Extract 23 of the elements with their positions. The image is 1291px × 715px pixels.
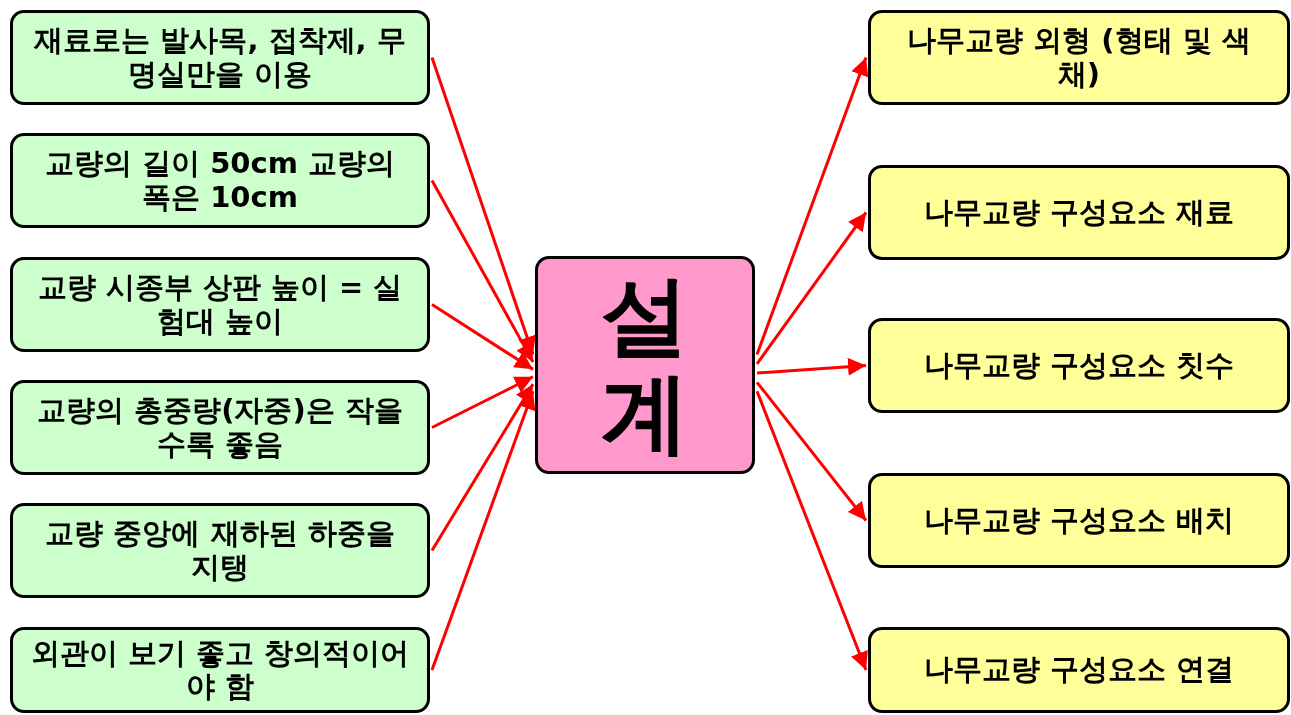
design-item-box: 나무교량 구성요소 칫수	[868, 318, 1290, 413]
arrow	[755, 390, 868, 671]
design-item-box: 나무교량 구성요소 재료	[868, 165, 1290, 260]
arrow	[431, 375, 534, 429]
arrow	[430, 57, 536, 356]
requirement-box: 재료로는 발사목, 접착제, 무명실만을 이용	[10, 10, 430, 105]
requirement-box: 교량의 길이 50cm 교량의 폭은 10cm	[10, 133, 430, 228]
requirement-box: 교량의 총중량(자중)은 작을 수록 좋음	[10, 380, 430, 475]
arrow	[430, 390, 536, 671]
design-item-box: 나무교량 구성요소 연결	[868, 627, 1290, 713]
design-box: 설계	[535, 256, 755, 474]
arrow	[431, 303, 534, 371]
requirement-box: 외관이 보기 좋고 창의적이어야 함	[10, 627, 430, 713]
arrow	[756, 357, 867, 376]
requirement-box: 교량 중앙에 재하된 하중을 지탱	[10, 503, 430, 598]
arrow	[430, 179, 535, 363]
arrow	[755, 381, 868, 522]
arrow	[430, 383, 535, 552]
arrow	[755, 211, 868, 365]
design-item-box: 나무교량 구성요소 배치	[868, 473, 1290, 568]
requirement-box: 교량 시종부 상판 높이 = 실험대 높이	[10, 257, 430, 352]
arrow	[755, 57, 869, 356]
design-item-box: 나무교량 외형 (형태 및 색채)	[868, 10, 1290, 105]
